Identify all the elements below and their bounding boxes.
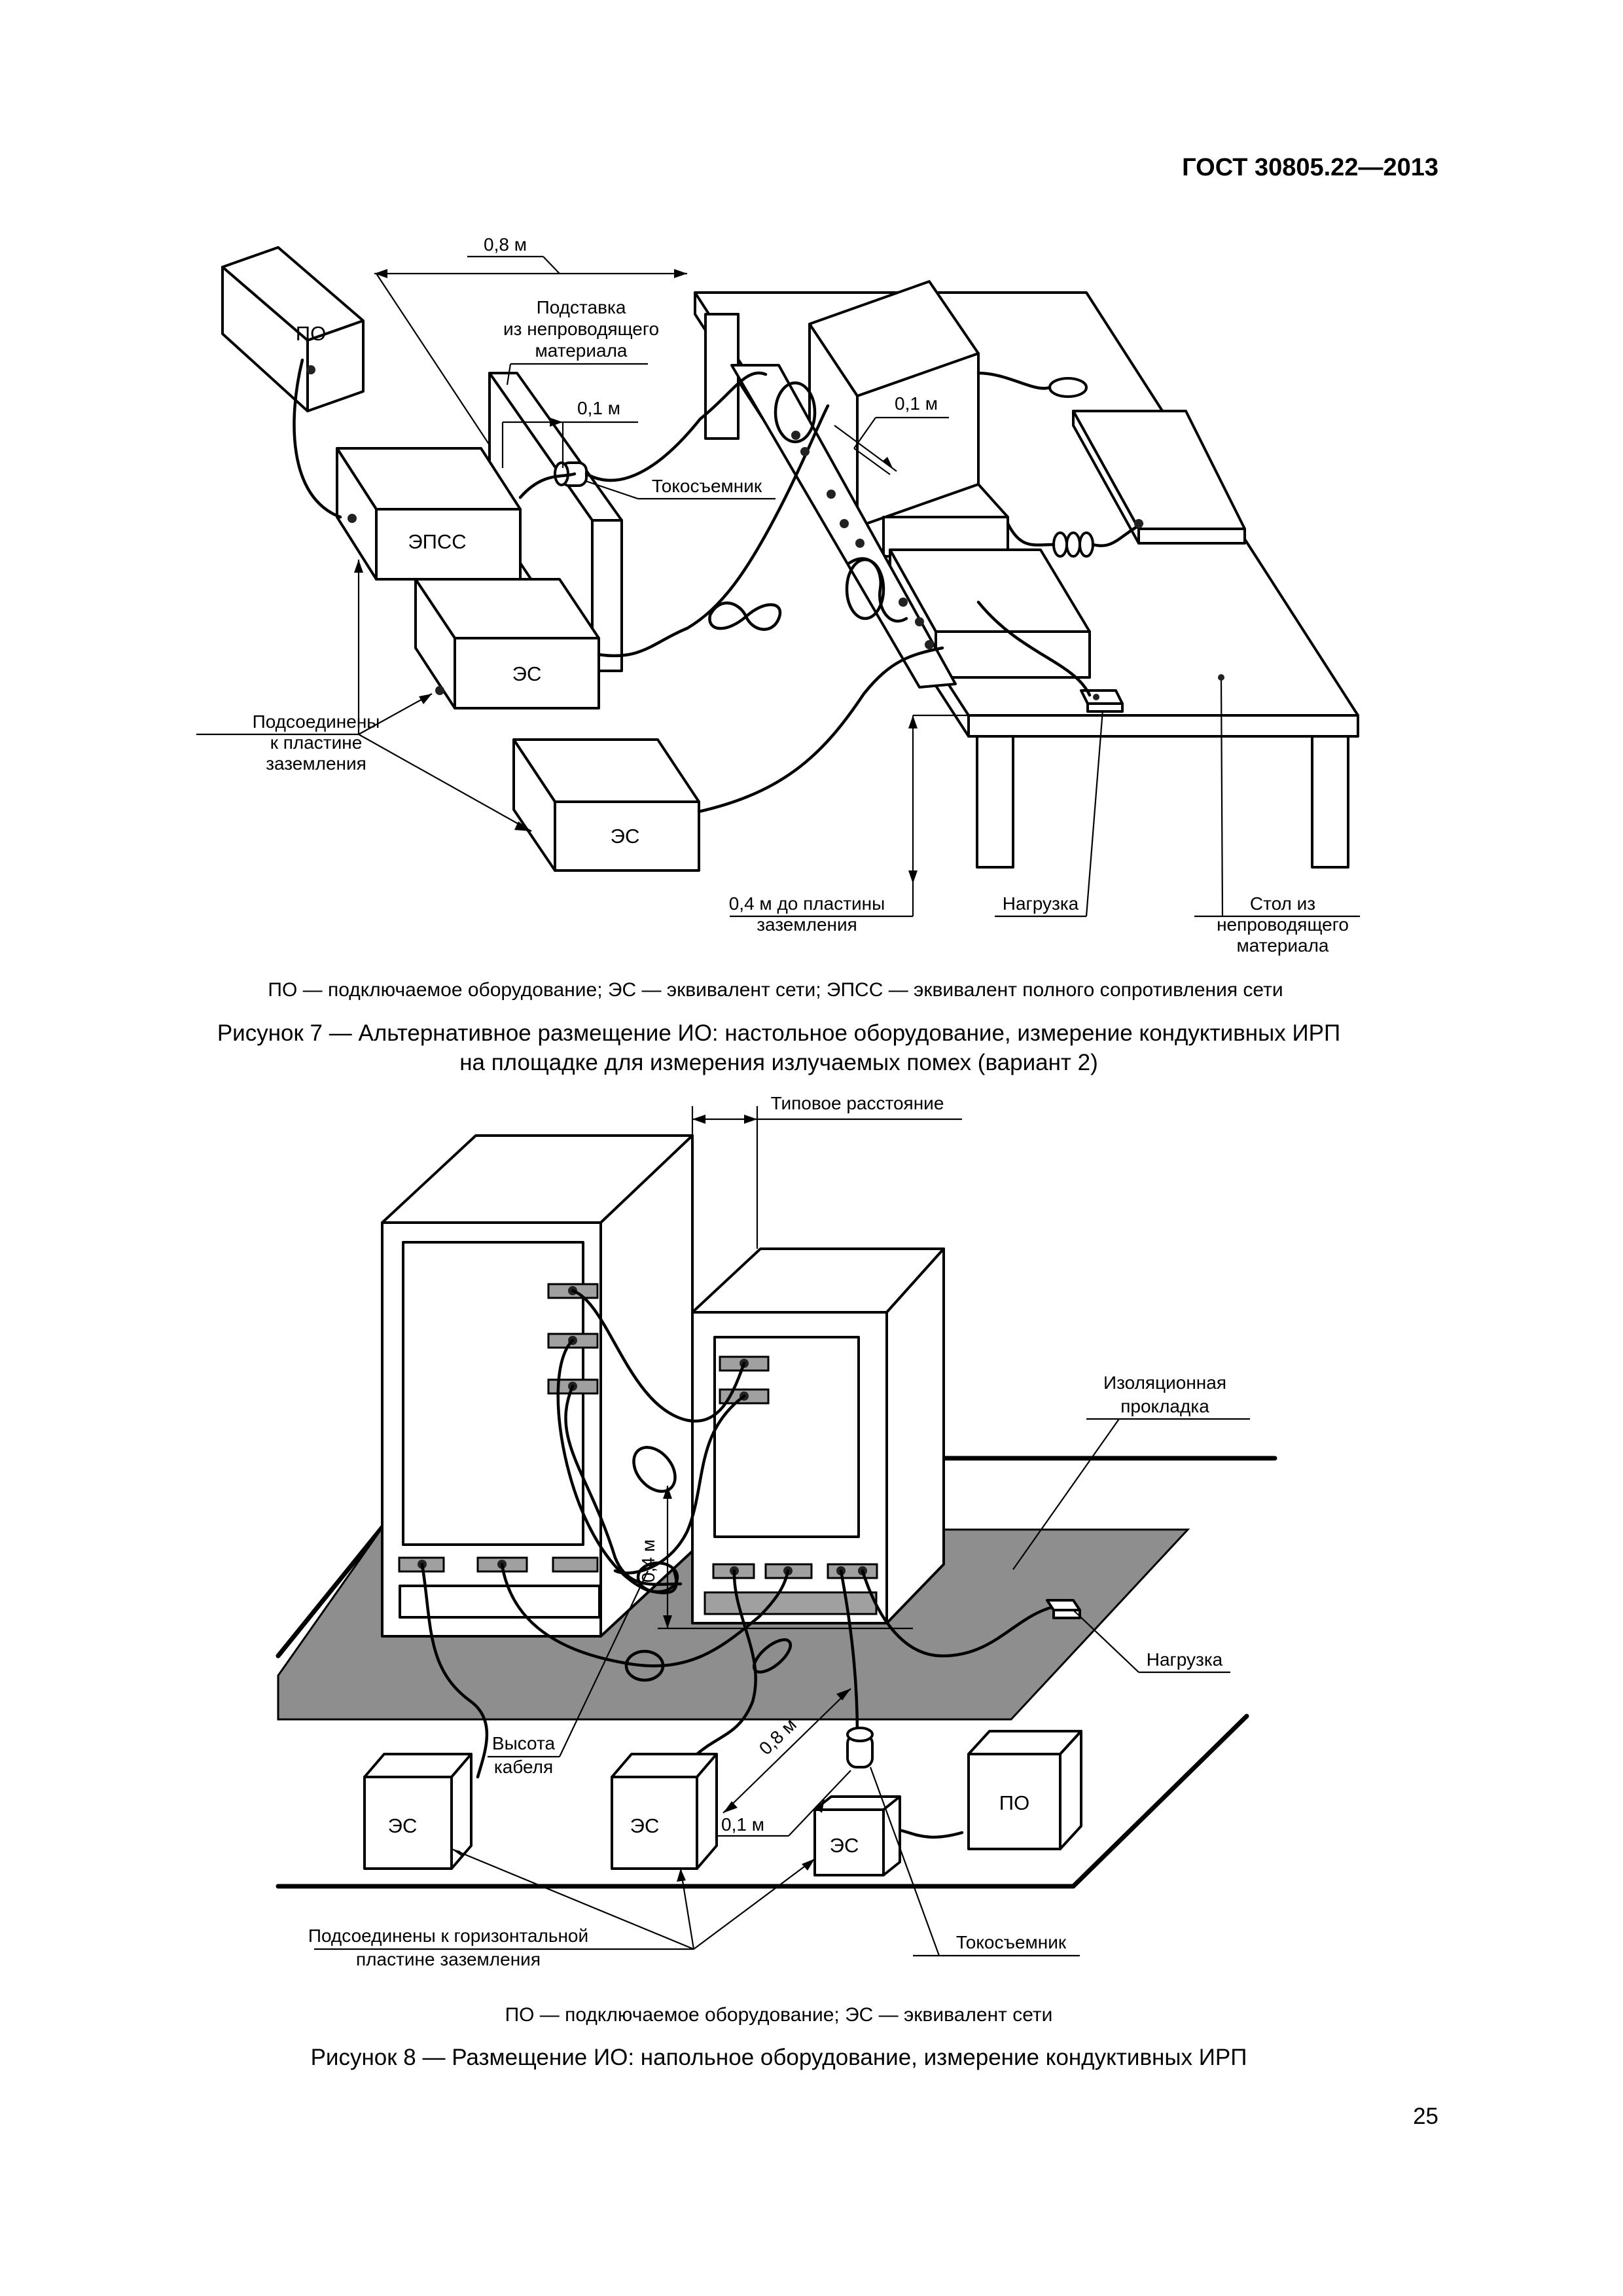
- fig8-load: [1046, 1599, 1081, 1619]
- fig8-dim-01: 0,1 м: [721, 1814, 764, 1835]
- fig8-es3-label: ЭС: [830, 1834, 859, 1857]
- fig7-legend: ПО — подключаемое оборудование; ЭС — экв…: [268, 979, 1283, 1001]
- fig7-load-label: Нагрузка: [1003, 893, 1079, 914]
- standard-header: ГОСТ 30805.22—2013: [1182, 154, 1438, 181]
- fig7-box-es1: ЭС: [414, 578, 600, 709]
- fig8-cabinet-right: [691, 1247, 945, 1624]
- fig7-stand-line2: из непроводящего: [503, 319, 659, 339]
- fig8-typical-distance: Типовое расстояние: [771, 1093, 944, 1113]
- fig7-load: [1080, 689, 1124, 713]
- fig8-dim-04: 0,4 м: [638, 1539, 658, 1583]
- fig8-box-es3: ЭС: [813, 1795, 901, 1876]
- coil-icon: [1052, 531, 1094, 558]
- fig8-insulation-line1: Изоляционная: [1103, 1372, 1226, 1393]
- fig8-clamp-label: Токосъемник: [956, 1932, 1067, 1952]
- fig7-ground-line1: Подсоединены: [253, 711, 380, 732]
- fig8-box-es2: ЭС: [611, 1753, 718, 1870]
- fig7-ground-line3: заземления: [266, 753, 366, 774]
- fig7-box-po: ПО: [221, 246, 365, 412]
- fig7-height-line1: 0,4 м до пластины: [729, 893, 885, 914]
- fig8-clamp: [846, 1727, 874, 1768]
- fig7-dim-01-left: 0,1 м: [577, 398, 620, 418]
- fig8-load-label: Нагрузка: [1147, 1649, 1223, 1670]
- fig8-dim-08: 0,8 м: [755, 1714, 800, 1759]
- fig8-legend: ПО — подключаемое оборудование; ЭС — экв…: [505, 2004, 1053, 2026]
- fig7-stand-line3: материала: [535, 340, 628, 361]
- fig7-stand-line1: Подставка: [537, 297, 626, 317]
- fig8-cable-height-line2: кабеля: [494, 1757, 553, 1777]
- fig7-dim-01-right: 0,1 м: [895, 393, 938, 414]
- fig7-table-line3: материала: [1237, 935, 1329, 956]
- figure8-diagram: ЭС ЭС ЭС ПО Типовое расстояние Изо: [276, 1093, 1277, 1969]
- figure7-diagram: ПО ЭПСС ЭС ЭС: [196, 234, 1360, 956]
- fig7-peripheral: [1072, 410, 1246, 545]
- fig8-cable-height-line1: Высота: [492, 1733, 556, 1753]
- fig8-insulation-line2: прокладка: [1120, 1396, 1209, 1416]
- fig7-table-line2: непроводящего: [1217, 914, 1349, 935]
- fig7-table-line1: Стол из: [1250, 893, 1315, 914]
- fig7-es2-label: ЭС: [611, 825, 640, 848]
- fig7-eut-tall: [808, 280, 1009, 558]
- fig7-caption-line2: на площадке для измерения излучаемых пом…: [459, 1050, 1098, 1075]
- fig8-es2-label: ЭС: [630, 1814, 660, 1837]
- fig7-box-es2: ЭС: [512, 738, 700, 872]
- fig8-ground-line2: пластине заземления: [356, 1949, 541, 1969]
- fig7-caption-line1: Рисунок 7 — Альтернативное размещение ИО…: [217, 1020, 1340, 1046]
- fig7-height-line2: заземления: [757, 914, 857, 935]
- fig8-box-es1: ЭС: [363, 1753, 473, 1870]
- fig7-po-label: ПО: [296, 322, 326, 345]
- fig8-cabinet-left: [381, 1134, 694, 1638]
- fig7-es1-label: ЭС: [512, 662, 542, 685]
- page-number: 25: [1413, 2104, 1438, 2129]
- fig7-ground-line2: к пластине: [270, 732, 363, 753]
- fig7-dim-08: 0,8 м: [484, 234, 527, 255]
- fig8-box-po: ПО: [967, 1730, 1082, 1850]
- mouse-icon: [1048, 377, 1088, 398]
- fig7-epss-label: ЭПСС: [408, 530, 466, 553]
- fig7-box-epss: ЭПСС: [336, 447, 522, 581]
- fig8-es1-label: ЭС: [388, 1814, 418, 1837]
- fig7-clamp-label: Токосъемник: [652, 476, 762, 496]
- fig8-po-label: ПО: [999, 1791, 1029, 1814]
- fig8-caption: Рисунок 8 — Размещение ИО: напольное обо…: [311, 2045, 1247, 2070]
- fig8-ground-line1: Подсоединены к горизонтальной: [308, 1926, 588, 1946]
